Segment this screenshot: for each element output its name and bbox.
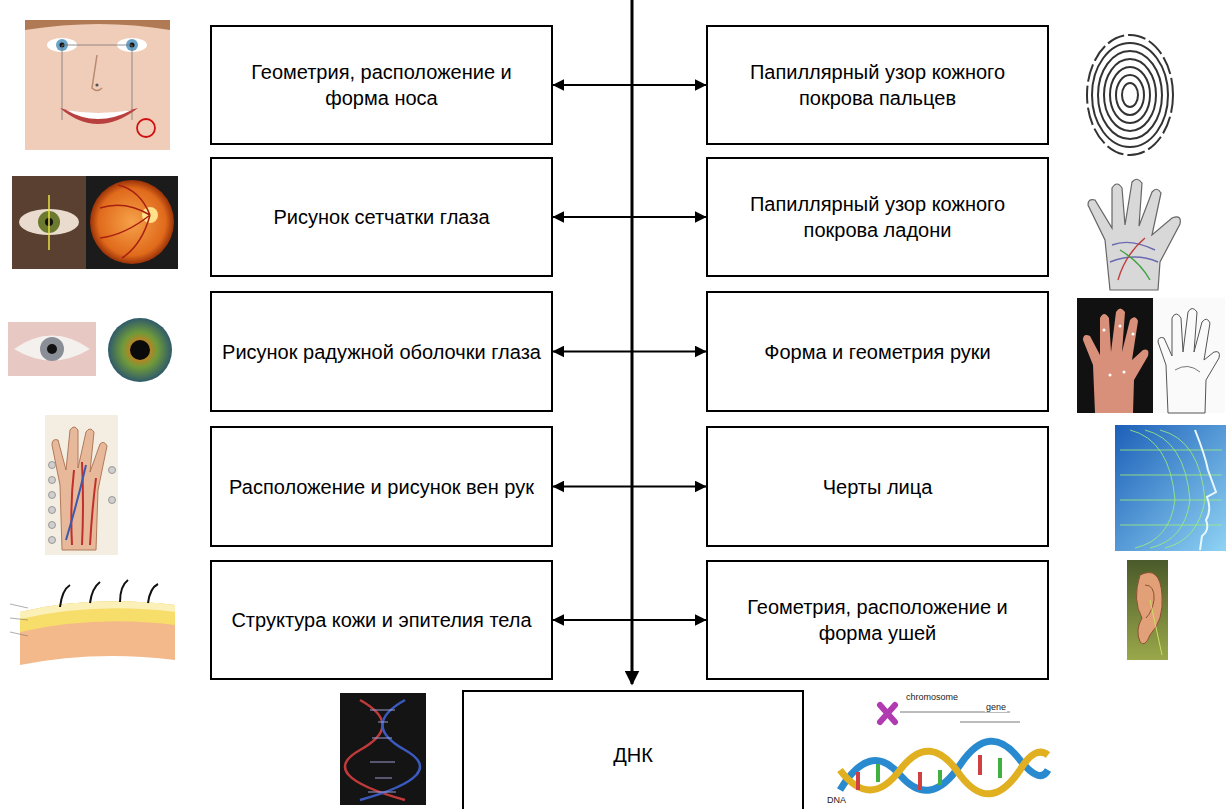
feature-box: Рисунок радужной оболочки глаза bbox=[210, 291, 553, 412]
picture-label: chromosome bbox=[905, 693, 959, 702]
feature-box: Рисунок сетчатки глаза bbox=[210, 157, 553, 277]
double-arrow bbox=[553, 216, 706, 218]
picture-label: gene bbox=[985, 703, 1007, 712]
feature-box: Папиллярный узор кожного покрова пальцев bbox=[706, 25, 1049, 145]
double-arrow bbox=[553, 619, 706, 621]
feature-box: Папиллярный узор кожного покрова ладони bbox=[706, 157, 1049, 277]
feature-box: Геометрия, расположение и форма ушей bbox=[706, 560, 1049, 680]
feature-box: Черты лица bbox=[706, 426, 1049, 547]
box-text: Геометрия, расположение и форма носа bbox=[222, 59, 541, 111]
dna-dark-picture bbox=[340, 693, 426, 805]
picture-label: DNA bbox=[826, 796, 847, 805]
box-text: Геометрия, расположение и форма ушей bbox=[718, 594, 1037, 646]
result-box: ДНК bbox=[462, 690, 804, 809]
feature-box: Геометрия, расположение и форма носа bbox=[210, 25, 553, 145]
double-arrow bbox=[553, 486, 706, 488]
fingerprint-picture bbox=[1087, 35, 1173, 155]
retina-picture bbox=[12, 176, 178, 269]
vein-picture bbox=[45, 415, 118, 555]
iris-picture bbox=[8, 318, 172, 382]
feature-box: Форма и геометрия руки bbox=[706, 291, 1049, 412]
hand-geometry-picture bbox=[1077, 298, 1225, 413]
box-text: Рисунок сетчатки глаза bbox=[273, 204, 489, 230]
box-text: ДНК bbox=[613, 742, 653, 768]
box-text: Структура кожи и эпителия тела bbox=[231, 607, 531, 633]
dna-helix-picture bbox=[840, 705, 1048, 794]
feature-box: Структура кожи и эпителия тела bbox=[210, 560, 553, 680]
ear-picture bbox=[1127, 560, 1168, 660]
box-text: Форма и геометрия руки bbox=[764, 339, 991, 365]
box-text: Папиллярный узор кожного покрова пальцев bbox=[718, 59, 1037, 111]
double-arrow bbox=[553, 84, 706, 86]
skin-picture bbox=[10, 580, 175, 665]
trunk-line bbox=[631, 0, 634, 684]
box-text: Черты лица bbox=[823, 474, 933, 500]
face-picture bbox=[25, 20, 170, 150]
box-text: Папиллярный узор кожного покрова ладони bbox=[718, 191, 1037, 243]
box-text: Рисунок радужной оболочки глаза bbox=[222, 339, 541, 365]
face-mesh-picture bbox=[1115, 425, 1226, 551]
box-text: Расположение и рисунок вен рук bbox=[229, 474, 534, 500]
feature-box: Расположение и рисунок вен рук bbox=[210, 426, 553, 547]
palm-picture bbox=[1088, 179, 1180, 290]
double-arrow bbox=[553, 351, 706, 353]
